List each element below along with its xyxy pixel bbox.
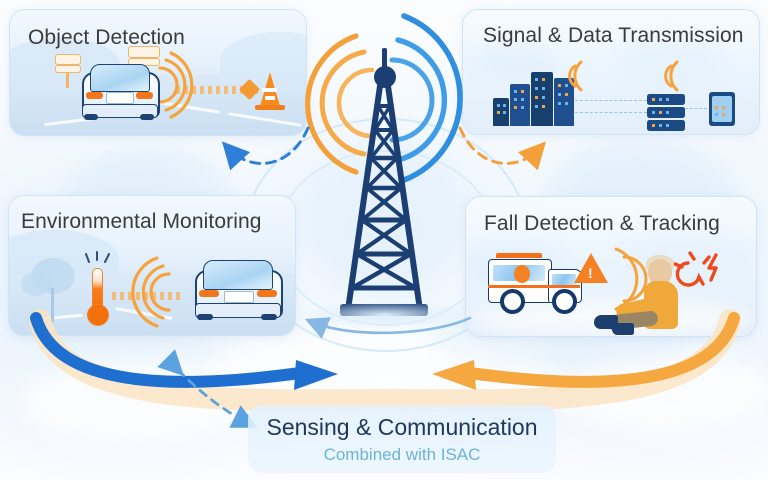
city-buildings-icon: [531, 72, 553, 126]
panel-sensing-communication[interactable]: Sensing & Communication Combined with IS…: [248, 405, 556, 473]
cloud-blob: [616, 233, 756, 283]
city-buildings-icon: [510, 84, 530, 126]
tower-base-glow: [300, 302, 470, 328]
road-sign-icon: [128, 46, 160, 58]
city-buildings-icon: [493, 98, 509, 126]
thermometer-bulb: [87, 304, 109, 326]
data-link-icon: [575, 112, 647, 113]
warning-triangle-icon: [574, 253, 608, 283]
car-wheel: [84, 114, 98, 120]
cone-base: [255, 105, 285, 110]
panel-environmental-monitoring[interactable]: Environmental Monitoring: [8, 195, 296, 336]
ambulance-window: [552, 274, 576, 287]
tower-dish: [374, 66, 396, 88]
panel-fall-detection-tracking[interactable]: ! Fall Detection & Tracking: [465, 196, 757, 337]
sensing-beam-icon: [176, 86, 258, 94]
car-taillight: [199, 290, 219, 297]
car-windshield: [203, 260, 273, 290]
signal-transmission-scene: [463, 10, 759, 134]
city-buildings-icon: [554, 78, 574, 126]
sign-pole: [66, 62, 69, 88]
car-wheel: [140, 114, 154, 120]
ambulance-emblem: [514, 265, 530, 283]
road-sign-icon: [55, 54, 81, 65]
ambulance-wheel: [500, 289, 525, 314]
car-bumper: [82, 104, 158, 118]
person-head: [648, 259, 672, 285]
car-wheel: [261, 314, 277, 320]
car-taillight: [136, 92, 153, 99]
data-link-icon: [575, 100, 647, 101]
panel-title-object-detection: Object Detection: [28, 26, 185, 49]
license-plate: [106, 92, 134, 104]
ambulance-wheel: [552, 289, 577, 314]
panel-title-signal-data-transmission: Signal & Data Transmission: [483, 24, 744, 47]
tree-icon: [21, 272, 51, 296]
panel-signal-data-transmission[interactable]: Signal & Data Transmission: [462, 9, 760, 135]
tablet-screen: [712, 96, 732, 122]
data-link-icon: [685, 108, 707, 109]
car-taillight: [257, 290, 277, 297]
cone-stripe: [262, 88, 277, 92]
tower-mast: [382, 48, 387, 70]
car-windshield: [90, 64, 150, 92]
sensing-beam-icon: [112, 292, 184, 300]
tower-lattice: [345, 83, 423, 313]
license-plate: [224, 291, 254, 303]
person-shoe: [612, 323, 634, 335]
ambulance-lightbar: [496, 253, 542, 258]
warning-exclamation: !: [588, 265, 593, 281]
car-wheel: [197, 314, 213, 320]
car-taillight: [86, 92, 103, 99]
cell-tower-icon: [330, 48, 438, 318]
ambulance-stripe: [488, 285, 580, 289]
sensing-communication-subtitle: Combined with ISAC: [323, 445, 481, 464]
road-sign-icon: [55, 65, 81, 73]
sensing-communication-title: Sensing & Communication: [266, 414, 538, 440]
object-detection-scene: [10, 10, 306, 135]
panel-title-environmental-monitoring: Environmental Monitoring: [21, 210, 262, 233]
cloud-blob: [20, 360, 250, 440]
tree-trunk: [51, 288, 54, 322]
panel-object-detection[interactable]: Object Detection: [9, 9, 307, 136]
cone-stripe: [265, 96, 275, 100]
panel-title-fall-detection-tracking: Fall Detection & Tracking: [484, 212, 720, 235]
